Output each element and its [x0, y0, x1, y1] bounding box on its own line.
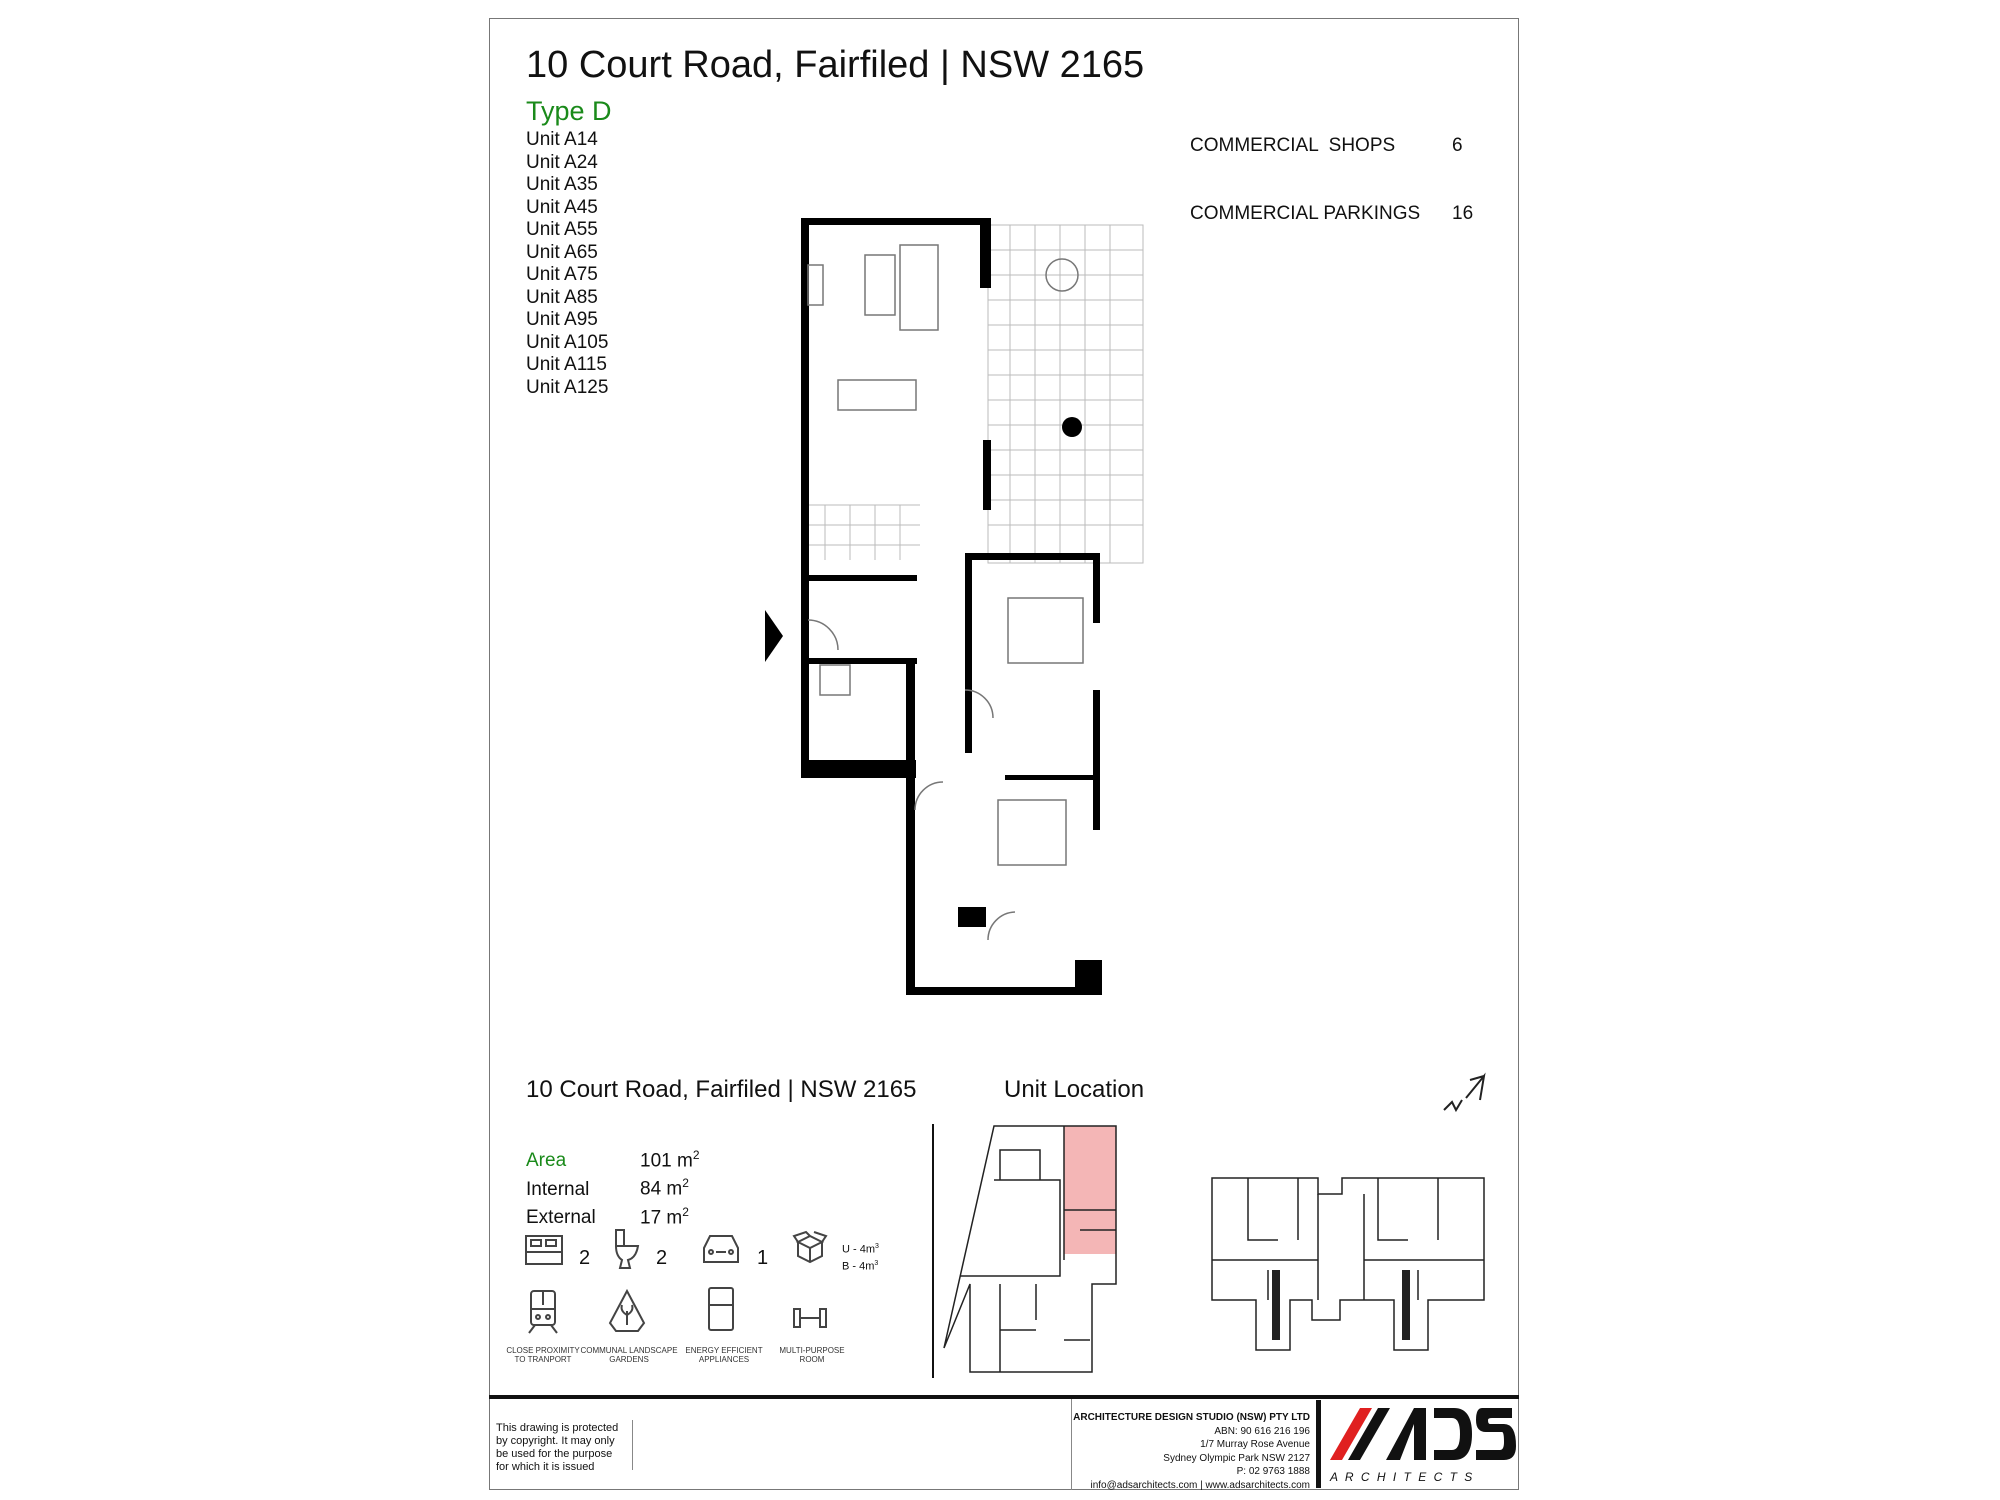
company-address-1: 1/7 Murray Rose Avenue	[1200, 1439, 1310, 1450]
company-contact: info@adsarchitects.com | www.adsarchitec…	[1090, 1479, 1311, 1491]
building-floor-plan	[1211, 1177, 1485, 1351]
unit-sup: 3	[874, 1259, 879, 1267]
commercial-shops-value: 6	[1452, 135, 1463, 156]
page-title: 10 Court Road, Fairfiled | NSW 2165	[526, 44, 1145, 86]
logo-subtitle: A R C H I T E C T S	[1330, 1470, 1475, 1484]
unit-item: Unit A125	[526, 376, 609, 398]
unit-item: Unit A45	[526, 196, 598, 218]
unit-item: Unit A85	[526, 286, 598, 308]
logo-bar	[1316, 1400, 1321, 1488]
company-address-2: Sydney Olympic Park NSW 2127	[1163, 1452, 1310, 1464]
commercial-info: COMMERCIAL SHOPS 6 COMMERCIAL PARKINGS 16	[1190, 95, 1473, 265]
unit-item: Unit A115	[526, 354, 607, 375]
unit-sup: 2	[682, 1176, 689, 1191]
area-label: Area	[526, 1150, 567, 1172]
company-phone: P: 02 9763 1888	[1236, 1466, 1310, 1477]
train-icon	[528, 1290, 558, 1334]
toilet-icon	[615, 1229, 640, 1269]
north-arrow-icon	[1443, 1072, 1486, 1113]
unit-list: Unit A14 Unit A24 Unit A35 Unit A45 Unit…	[526, 129, 608, 399]
external-label: External	[526, 1206, 596, 1228]
storage-b: B - 4m	[842, 1260, 875, 1273]
unit-item: Unit A55	[526, 219, 598, 240]
furniture	[807, 244, 1084, 941]
column-marker	[1062, 417, 1082, 437]
company-abn: ABN: 90 616 216 196	[1214, 1425, 1310, 1437]
unit-item: Unit A105	[526, 331, 609, 353]
unit-item: Unit A65	[526, 241, 598, 263]
bathroom-count: 2	[656, 1247, 668, 1269]
commercial-shops-label: COMMERCIAL SHOPS	[1190, 135, 1396, 156]
divider	[632, 1420, 633, 1470]
internal-label: Internal	[526, 1178, 590, 1200]
car-icon	[703, 1235, 739, 1263]
storage-box-icon	[792, 1230, 828, 1264]
unit-sup: 2	[692, 1148, 700, 1162]
balcony-grid	[805, 224, 1144, 564]
page-frame	[489, 18, 1519, 1490]
dumbbell-icon	[793, 1308, 827, 1328]
divider	[1071, 1399, 1072, 1490]
storage-u: U - 4m	[842, 1243, 875, 1256]
unit-item: Unit A95	[526, 309, 598, 330]
parking-count: 1	[757, 1247, 769, 1269]
unit-location-site-plan	[943, 1125, 1117, 1373]
bedroom-count: 2	[579, 1247, 591, 1269]
garden-icon	[608, 1288, 646, 1332]
fridge-icon	[708, 1287, 734, 1331]
external-value: 17 m	[640, 1206, 683, 1228]
company-name: ARCHITECTURE DESIGN STUDIO (NSW) PTY LTD	[1073, 1412, 1310, 1423]
divider	[932, 1124, 934, 1378]
unit-type: Type D	[526, 96, 612, 126]
unit-location-title: Unit Location	[1004, 1076, 1145, 1103]
highlighted-unit	[1064, 1126, 1116, 1254]
unit-item: Unit A14	[526, 129, 598, 150]
unit-sup: 3	[875, 1243, 879, 1250]
footer-rule	[489, 1395, 1519, 1399]
unit-item: Unit A35	[526, 174, 598, 195]
unit-item: Unit A24	[526, 151, 598, 173]
unit-sup: 2	[682, 1204, 689, 1219]
company-info: ARCHITECTURE DESIGN STUDIO (NSW) PTY LTD…	[1060, 1411, 1310, 1492]
area-value: 101 m	[640, 1150, 693, 1172]
floor-plan	[765, 218, 1144, 995]
ads-logo	[1330, 1408, 1516, 1460]
unit-item: Unit A75	[526, 264, 598, 285]
bed-icon	[525, 1235, 563, 1265]
walls	[765, 218, 1102, 995]
summary-title: 10 Court Road, Fairfiled | NSW 2165	[526, 1076, 917, 1103]
commercial-parkings-value: 16	[1452, 203, 1474, 224]
commercial-parkings-label: COMMERCIAL PARKINGS	[1190, 203, 1421, 224]
internal-value: 84 m	[640, 1178, 683, 1200]
